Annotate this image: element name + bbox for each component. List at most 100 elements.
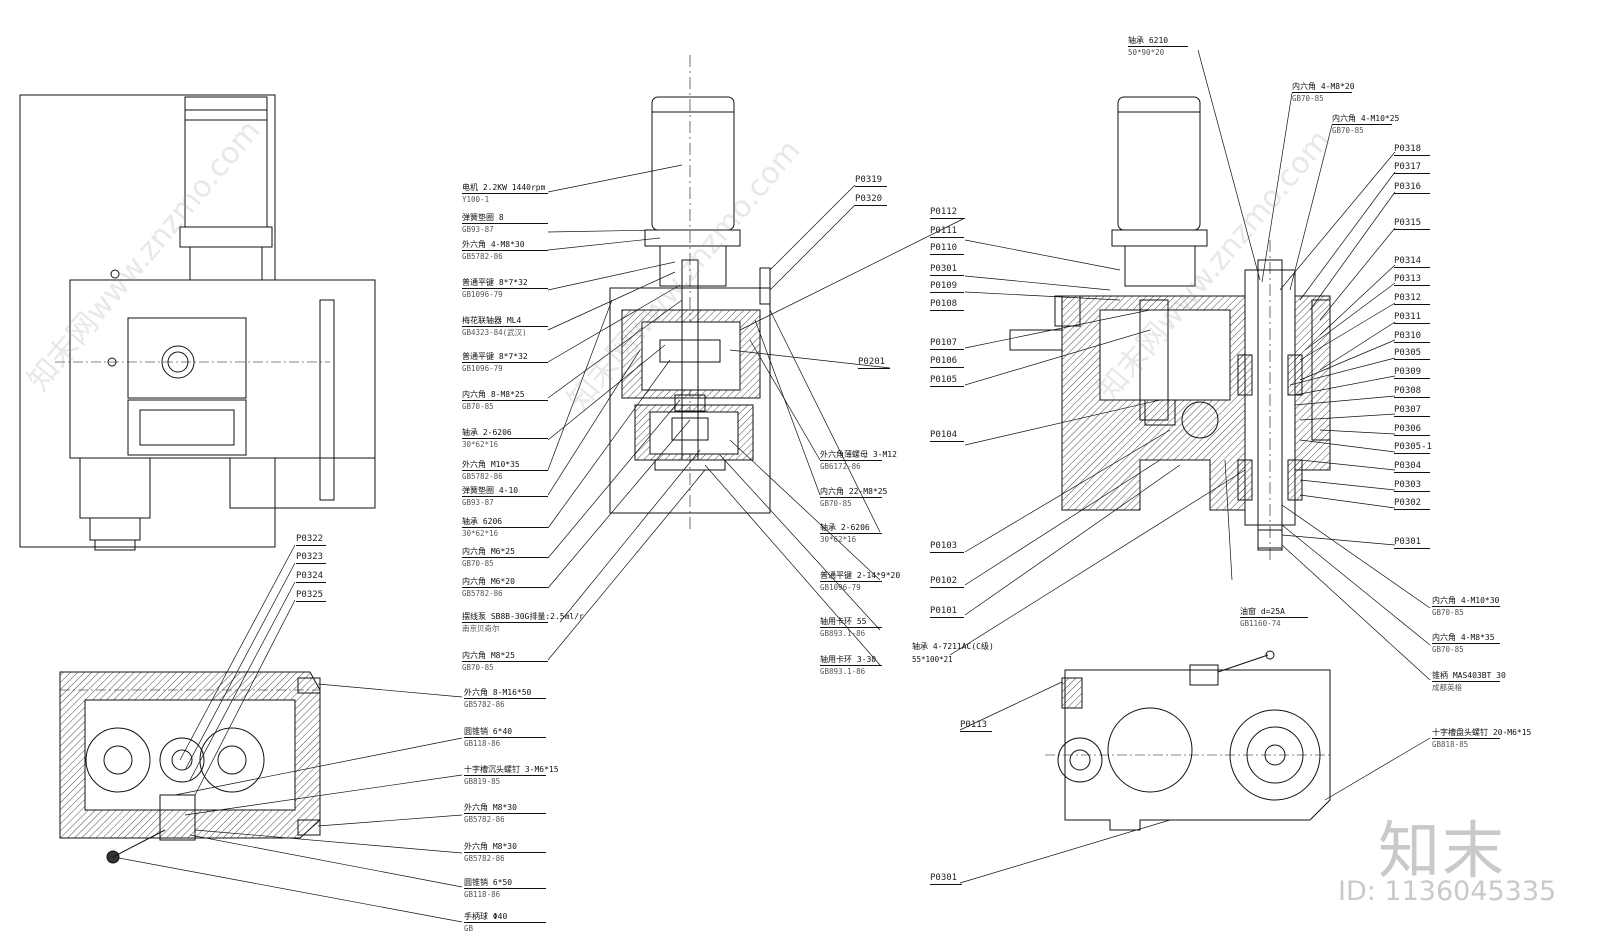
callout-underline bbox=[464, 852, 546, 853]
callout-std: GB6172-86 bbox=[820, 462, 861, 471]
callout-text: 内六角 M6*25 bbox=[462, 547, 515, 556]
part-number: P0316 bbox=[1394, 182, 1422, 192]
callout-std: 成都英格 bbox=[1432, 683, 1462, 692]
callout-std: 50*90*20 bbox=[1128, 48, 1165, 57]
callout-std: GB1096-79 bbox=[462, 290, 503, 299]
middle-section-view bbox=[609, 55, 771, 530]
part-number: P0322 bbox=[296, 534, 324, 544]
callout-text: 内六角 M6*20 bbox=[462, 577, 515, 586]
callout-std: GB70-85 bbox=[1292, 94, 1324, 103]
callout-underline bbox=[1394, 397, 1430, 398]
callout-underline bbox=[1394, 323, 1430, 324]
part-number: P0308 bbox=[1394, 386, 1422, 396]
part-number: P0325 bbox=[296, 590, 324, 600]
callout-text: 外六角 8-M16*50 bbox=[464, 688, 532, 697]
callout-underline bbox=[930, 441, 964, 442]
part-number: P0101 bbox=[930, 606, 958, 616]
callout-underline bbox=[855, 205, 887, 206]
callout-underline bbox=[930, 367, 964, 368]
callout-std: GB1160-74 bbox=[1240, 619, 1281, 628]
callout-underline bbox=[1394, 285, 1430, 286]
part-number: P0309 bbox=[1394, 367, 1422, 377]
callout-underline bbox=[1394, 359, 1430, 360]
callout-underline bbox=[462, 288, 548, 289]
callout-std: GB5782-86 bbox=[462, 472, 503, 481]
callout-underline bbox=[462, 362, 548, 363]
callout-underline bbox=[1332, 124, 1392, 125]
part-number: P0113 bbox=[960, 720, 988, 730]
callout-underline bbox=[462, 193, 548, 194]
callout-std: GB893.1-86 bbox=[820, 667, 866, 676]
part-number: P0324 bbox=[296, 571, 324, 581]
callout-text: 普通平键 8*7*32 bbox=[462, 278, 528, 287]
callout-underline bbox=[1432, 643, 1500, 644]
part-number: P0320 bbox=[855, 194, 883, 204]
callout-text: 锥柄 MAS403BT 30 bbox=[1432, 671, 1506, 680]
callout-underline bbox=[1432, 606, 1500, 607]
callout-underline bbox=[464, 698, 546, 699]
callout-underline bbox=[820, 497, 882, 498]
callout-underline bbox=[462, 400, 548, 401]
callout-underline bbox=[464, 813, 546, 814]
callout-std: 南京贝奇尔 bbox=[462, 624, 500, 633]
callout-underline bbox=[1394, 509, 1430, 510]
callout-std: GB70-85 bbox=[1432, 645, 1464, 654]
callout-underline bbox=[820, 533, 882, 534]
callout-underline bbox=[1292, 92, 1352, 93]
callout-underline bbox=[930, 587, 964, 588]
part-number: P0310 bbox=[1394, 331, 1422, 341]
callout-underline bbox=[462, 587, 548, 588]
callout-underline bbox=[1240, 617, 1308, 618]
part-number: P0112 bbox=[930, 207, 958, 217]
callout-underline bbox=[1432, 681, 1500, 682]
callout-underline bbox=[930, 254, 964, 255]
part-number: P0108 bbox=[930, 299, 958, 309]
callout-text: 梅花联轴器 ML4 bbox=[462, 316, 522, 325]
callout-std: 55*100*21 bbox=[912, 655, 953, 664]
callout-underline bbox=[858, 368, 890, 369]
callout-std: GB818-85 bbox=[1432, 740, 1469, 749]
callout-std: GB bbox=[464, 924, 474, 933]
callout-text: 普通平键 2-14*9*20 bbox=[820, 571, 901, 580]
part-number: P0307 bbox=[1394, 405, 1422, 415]
callout-text: 外六角 M8*30 bbox=[464, 803, 517, 812]
callout-text: 圆锥销 6*40 bbox=[464, 727, 513, 736]
callout-text: 十字槽盘头螺钉 20-M6*15 bbox=[1432, 728, 1532, 737]
callout-underline bbox=[1394, 267, 1430, 268]
callout-underline bbox=[296, 582, 326, 583]
callout-std: GB4323-84(武汉) bbox=[462, 328, 527, 337]
part-number: P0318 bbox=[1394, 144, 1422, 154]
part-number: P0102 bbox=[930, 576, 958, 586]
callout-text: 油窗 d=25A bbox=[1240, 607, 1285, 616]
callout-text: 轴用卡环 55 bbox=[820, 617, 867, 626]
callout-underline bbox=[462, 223, 548, 224]
callout-text: 轴承 2-6206 bbox=[462, 428, 512, 437]
callout-std: GB5782-86 bbox=[462, 252, 503, 261]
part-number: P0312 bbox=[1394, 293, 1422, 303]
callout-std: GB70-85 bbox=[1332, 126, 1364, 135]
callout-underline bbox=[462, 661, 548, 662]
callout-underline bbox=[930, 275, 964, 276]
callout-underline bbox=[1128, 46, 1188, 47]
callout-std: GB93-87 bbox=[462, 225, 494, 234]
part-number: P0317 bbox=[1394, 162, 1422, 172]
callout-underline bbox=[464, 922, 546, 923]
callout-text: 内六角 22-M8*25 bbox=[820, 487, 888, 496]
callout-text: 十字槽沉头螺钉 3-M6*15 bbox=[464, 765, 559, 774]
callout-underline bbox=[930, 292, 964, 293]
callout-underline bbox=[1394, 304, 1430, 305]
callout-text: 电机 2.2KW 1440rpm bbox=[462, 183, 546, 192]
callout-underline bbox=[462, 622, 548, 623]
part-number: P0302 bbox=[1394, 498, 1422, 508]
part-number: P0104 bbox=[930, 430, 958, 440]
callout-underline bbox=[1394, 193, 1430, 194]
part-number: P0311 bbox=[1394, 312, 1422, 322]
callout-underline bbox=[1394, 173, 1430, 174]
callout-text: 内六角 4-M8*35 bbox=[1432, 633, 1495, 642]
callout-text: 普通平键 8*7*32 bbox=[462, 352, 528, 361]
part-number: P0314 bbox=[1394, 256, 1422, 266]
part-number: P0323 bbox=[296, 552, 324, 562]
callout-underline bbox=[930, 617, 964, 618]
watermark-id: ID: 1136045335 bbox=[1338, 876, 1557, 907]
